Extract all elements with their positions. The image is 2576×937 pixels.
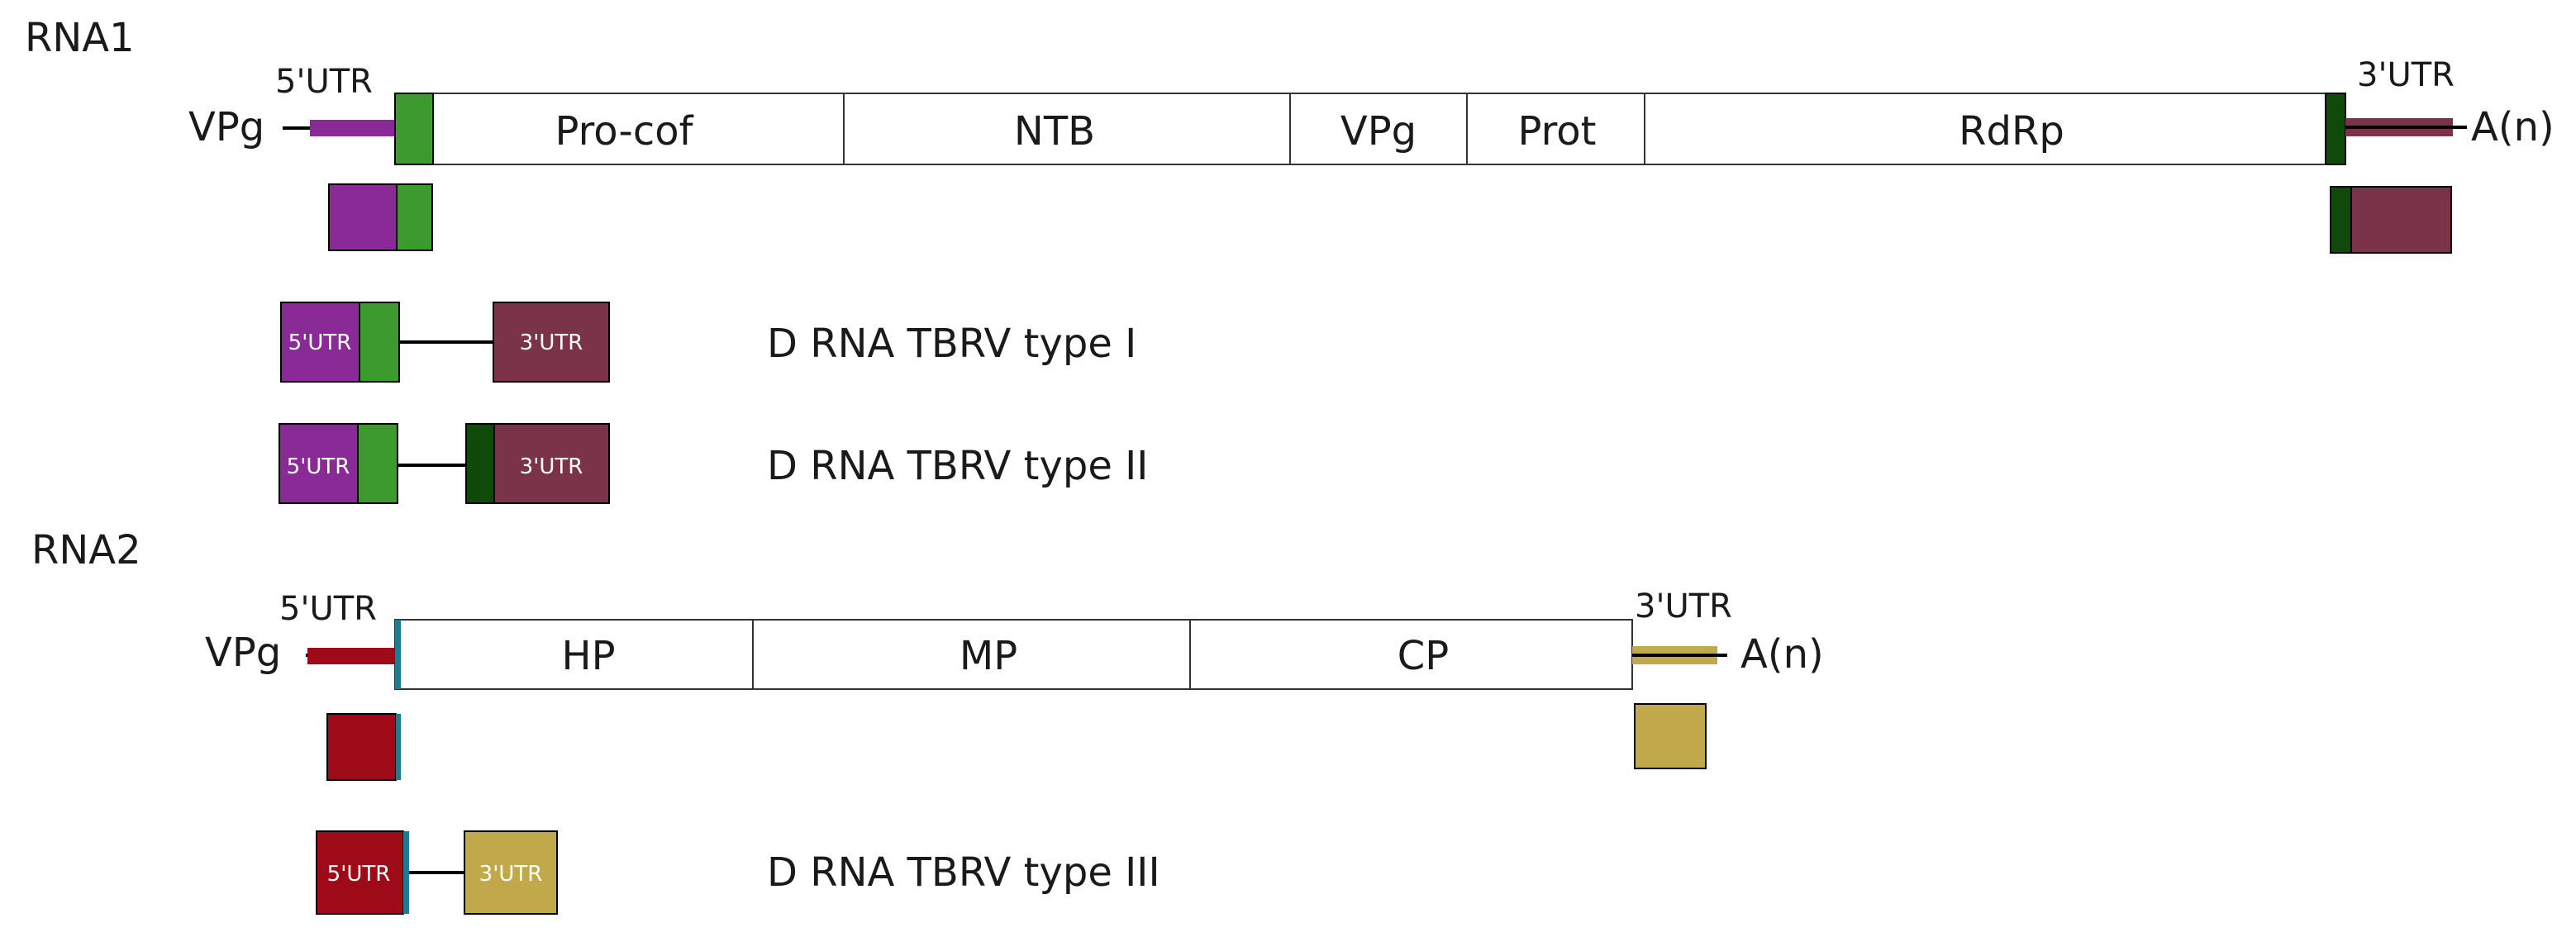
rna1-3-darkgreen-block: [2325, 93, 2346, 165]
rna1-5-green-block: [394, 93, 434, 165]
rna1-title: RNA1: [25, 15, 135, 61]
rna2-domain-cp: CP: [1398, 633, 1449, 679]
rna2-3utr-label: 3'UTR: [1635, 587, 1732, 625]
drna-type2-3utr-text: 3'UTR: [520, 454, 583, 479]
rna2-vpg-label: VPg: [205, 630, 281, 676]
rna2-domain-hp: HP: [561, 633, 615, 679]
drna-type3-3utr-block: [464, 830, 558, 915]
rna1-5utr-fragment: [328, 183, 398, 251]
rna1-darkgreen-fragment: [2330, 186, 2352, 254]
rna2-3utr-fragment: [1634, 703, 1707, 769]
drna-type1-green-block: [359, 302, 400, 383]
rna1-5utr-label: 5'UTR: [275, 63, 373, 101]
rna1-domain-pro-cof: Pro-cof: [555, 108, 693, 155]
drna-type2-5utr-text: 5'UTR: [287, 454, 350, 479]
rna2-teal-block: [395, 620, 401, 689]
rna1-orf: [394, 93, 2346, 165]
drna-type2-5utr-block: [279, 423, 359, 504]
rna1-3utr-label: 3'UTR: [2357, 56, 2455, 94]
rna2-5utr-bar: [307, 648, 395, 664]
rna1-vpg-label: VPg: [188, 104, 264, 150]
drna-type3-label: D RNA TBRV type III: [767, 849, 1160, 896]
rna1-domain-prot: Prot: [1518, 108, 1597, 155]
drna-type1-5utr-text: 5'UTR: [288, 331, 352, 355]
drna-type3-3utr-text: 3'UTR: [479, 862, 543, 887]
drna-type2-3utr-block: [493, 423, 610, 504]
rna1-domain-ntb: NTB: [1014, 108, 1095, 155]
rna1-3utr-fragment: [2350, 186, 2452, 254]
drna-type2-green-block: [357, 423, 398, 504]
rna2-orf: [394, 619, 1633, 690]
rna2-5utr-fragment: [326, 713, 397, 781]
rna2-5utr-label: 5'UTR: [279, 590, 377, 628]
rna1-polya-label: A(n): [2471, 104, 2555, 150]
drna-type1-3utr-block: [493, 302, 610, 383]
drna-type3-teal-block: [403, 831, 409, 914]
drna-type1-label: D RNA TBRV type I: [767, 321, 1136, 367]
drna-type1-3utr-text: 3'UTR: [520, 331, 583, 355]
rna2-domain-mp: MP: [959, 633, 1017, 679]
rna1-green-fragment: [396, 183, 433, 251]
rna1-domain-vpg: VPg: [1340, 108, 1417, 155]
drna-type3-5utr-text: 5'UTR: [327, 862, 391, 887]
rna2-teal-fragment: [396, 714, 401, 780]
drna-type1-5utr-block: [280, 302, 360, 383]
rna1-domain-rdrp: RdRp: [1959, 108, 2064, 155]
rna2-title: RNA2: [31, 527, 141, 573]
rna2-polya-label: A(n): [1740, 631, 1824, 678]
drna-type2-darkgreen-block: [465, 423, 495, 504]
rna1-5utr-bar: [310, 120, 395, 136]
drna-type2-label: D RNA TBRV type II: [767, 443, 1148, 489]
